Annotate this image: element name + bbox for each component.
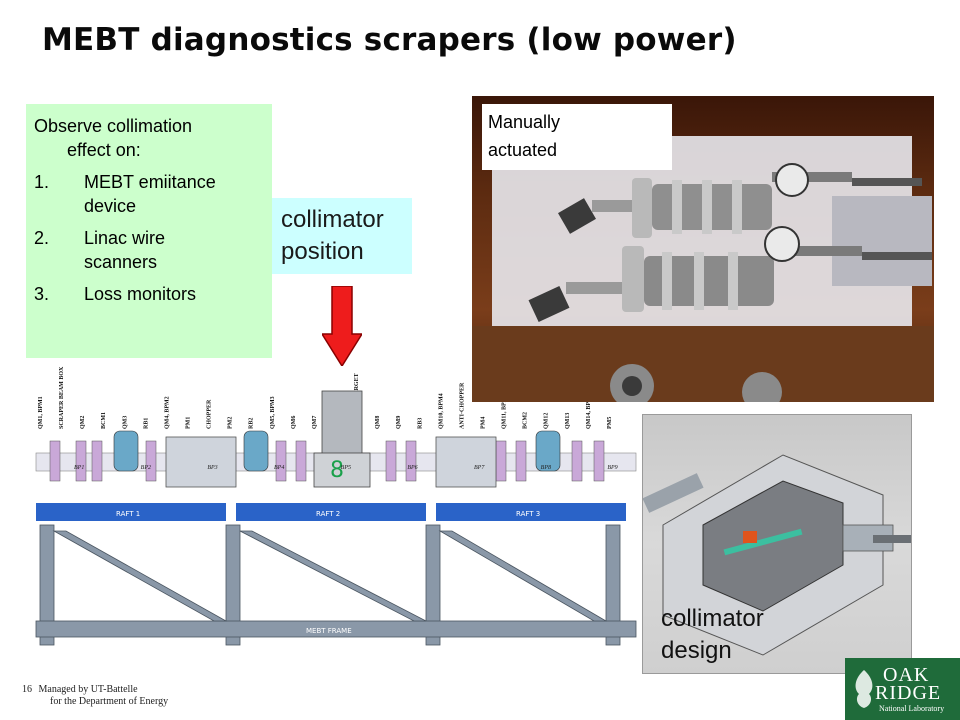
beamline-label: QM10, BPM4 xyxy=(438,393,444,429)
beamline-label: PM1 xyxy=(186,417,192,429)
observation-item-text: MEBT emiitance device xyxy=(84,170,260,218)
down-arrow-icon xyxy=(322,286,362,366)
bp-label: BP2 xyxy=(141,465,151,471)
bp-label: BP9 xyxy=(607,465,617,471)
beamline-svg: QM1, BPM1 SCRAPER BEAM BOX QM2 BCM1 QM3 RB1 QM… xyxy=(35,366,637,646)
beamline-label: PM2 xyxy=(228,417,234,429)
beamline-label: QM7 xyxy=(312,416,318,429)
observation-item-line2: scanners xyxy=(84,252,158,272)
observation-item: 3. Loss monitors xyxy=(34,282,260,306)
position-box-line2: position xyxy=(281,238,364,265)
bp-label: BP4 xyxy=(274,464,284,471)
beamline-label: QM4, BPM2 xyxy=(164,396,170,429)
position-box-line1: collimator xyxy=(281,206,384,233)
mebt-beamline-drawing: QM1, BPM1 SCRAPER BEAM BOX QM2 BCM1 QM3 RB1 QM… xyxy=(26,345,646,665)
photo-label-line1: Manually xyxy=(488,112,561,132)
observation-item-line2: device xyxy=(84,196,137,216)
observation-item-number: 1. xyxy=(34,172,50,192)
bp-label: BP3 xyxy=(207,465,217,471)
beamline-label: QM5, BPM3 xyxy=(270,396,276,429)
observation-list: 1. MEBT emiitance device 2. Linac wire s… xyxy=(34,170,260,306)
logo-ridge: RIDGE xyxy=(875,682,942,704)
beamline-label: QM11, BPM5 xyxy=(502,394,508,429)
beamline-label: RB3 xyxy=(417,418,423,429)
design-label-line1: collimator xyxy=(661,605,764,632)
beamline-label: QM12 xyxy=(544,413,550,429)
beamline-label: SCRAPER BEAM BOX xyxy=(59,366,65,429)
logo-sub: National Laboratory xyxy=(879,704,945,713)
footer: 16 Managed by UT-Battelle for the Depart… xyxy=(22,684,168,708)
beamline-label: CHOPPER xyxy=(207,399,213,429)
footer-line2: for the Department of Energy xyxy=(50,696,169,707)
observation-item: 2. Linac wire scanners xyxy=(34,226,260,274)
collimator-position-box: collimator position xyxy=(272,198,412,274)
beamline-label: QM13 xyxy=(565,413,571,429)
beamline-label: QM14, BPM6 xyxy=(586,393,592,429)
observation-item-text: Linac wire scanners xyxy=(84,226,260,274)
svg-text:8: 8 xyxy=(330,458,344,483)
beamline-label: PM5 xyxy=(607,417,613,429)
footer-line1: Managed by UT-Battelle xyxy=(38,684,138,695)
tree-icon xyxy=(855,670,873,708)
bp-label: BP6 xyxy=(407,465,417,471)
collimator-design-panel: collimator design xyxy=(642,414,912,674)
beamline-label: QM6 xyxy=(291,416,297,429)
oak-ridge-logo: OAK RIDGE National Laboratory xyxy=(845,658,960,720)
observation-item-line1: Loss monitors xyxy=(84,284,197,304)
design-label-line2: design xyxy=(661,637,732,664)
beamline-label: QM3 xyxy=(122,416,128,429)
beamline-label: BCM2 xyxy=(523,412,529,429)
collimator-design-art xyxy=(643,454,911,656)
scraper-photo xyxy=(472,96,934,402)
raft1-label: RAFT 1 xyxy=(116,510,140,518)
slide-title: MEBT diagnostics scrapers (low power) xyxy=(42,22,737,58)
raft2-label: RAFT 2 xyxy=(316,510,340,518)
bp-label: BP7 xyxy=(474,465,485,471)
photo-label-line2: actuated xyxy=(488,140,558,160)
beamline-label: QM8 xyxy=(375,416,381,429)
scraper-photo-art xyxy=(472,136,934,402)
observation-item-number: 3. xyxy=(34,284,50,304)
observation-intro-line2: effect on: xyxy=(67,140,141,160)
observation-item: 1. MEBT emiitance device xyxy=(34,170,260,218)
observation-intro: Observe collimation effect on: xyxy=(34,114,260,162)
observation-box: Observe collimation effect on: 1. MEBT e… xyxy=(26,104,272,358)
observation-item-line1: MEBT emiitance xyxy=(84,172,216,192)
bp-label: BP8 xyxy=(541,465,551,471)
beamline-label: RB1 xyxy=(143,418,149,429)
page-number: 16 xyxy=(22,684,32,695)
observation-item-text: Loss monitors xyxy=(84,282,260,306)
beamline-label: PM4 xyxy=(481,417,487,429)
observation-intro-line1: Observe collimation xyxy=(34,116,193,136)
observation-item-number: 2. xyxy=(34,228,50,248)
bp-label: BP1 xyxy=(74,465,84,471)
beamline-label: QM1, BPM1 xyxy=(38,396,44,429)
beamline-label: QM9 xyxy=(396,416,402,429)
frame-label: MEBT FRAME xyxy=(306,627,352,635)
observation-item-line1: Linac wire xyxy=(84,228,166,248)
bp-label: BP5 xyxy=(341,465,351,471)
design-label: collimator design xyxy=(661,603,764,667)
beamline-label: QM2 xyxy=(80,416,86,429)
beamline-label: BCM1 xyxy=(101,412,107,429)
photo-label: Manually actuated xyxy=(482,104,672,170)
beamline-label: ANTI-CHOPPER xyxy=(459,382,465,429)
raft3-label: RAFT 3 xyxy=(516,510,540,518)
beamline-label: RB2 xyxy=(249,418,255,429)
logo-oak: OAK xyxy=(883,664,930,686)
